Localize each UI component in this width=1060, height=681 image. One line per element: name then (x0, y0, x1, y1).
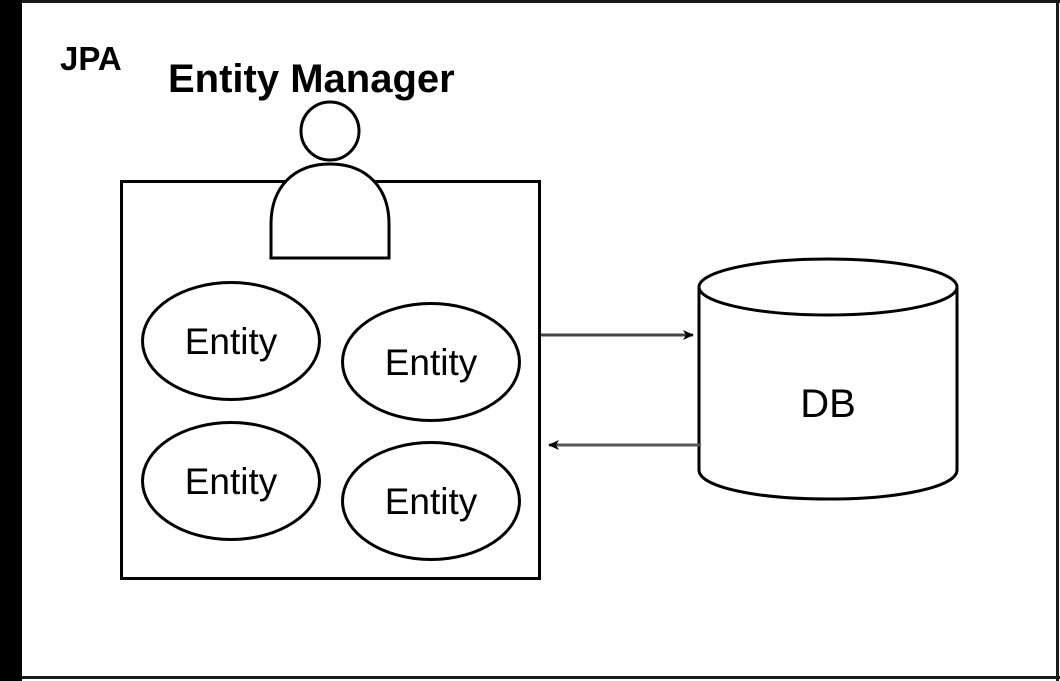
entity-ellipse: Entity (341, 441, 521, 561)
frame-right-border (1056, 0, 1059, 681)
person-icon (265, 100, 395, 262)
entity-manager-title: Entity Manager (168, 57, 455, 101)
entity-label: Entity (184, 320, 278, 362)
jpa-label: JPA (60, 40, 122, 77)
connector-arrows (535, 320, 710, 460)
frame-left-band (0, 0, 22, 681)
frame-top-border (22, 0, 1060, 3)
entity-ellipse: Entity (141, 281, 321, 401)
entity-label: Entity (384, 480, 478, 522)
frame-bottom-border (22, 676, 1060, 679)
entity-label: Entity (184, 460, 278, 502)
db-label: DB (800, 382, 856, 426)
cylinder-database-icon (696, 256, 960, 502)
entity-ellipse: Entity (141, 421, 321, 541)
entity-label: Entity (384, 341, 478, 383)
entity-ellipse: Entity (341, 302, 521, 422)
